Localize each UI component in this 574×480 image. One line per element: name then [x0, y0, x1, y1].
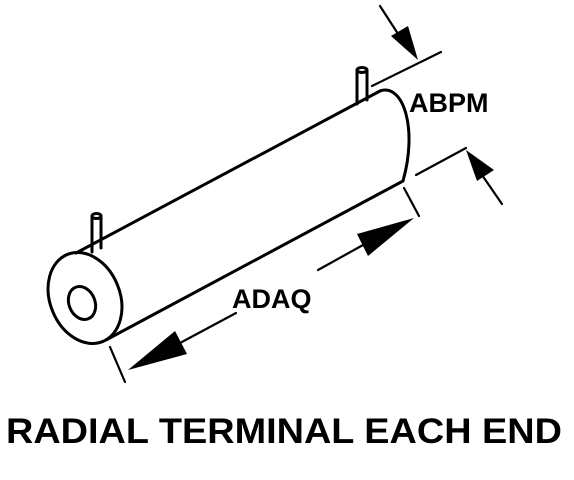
diameter-dimension	[370, 4, 504, 206]
diameter-arrow-bottom	[466, 150, 494, 181]
cylinder-body	[46, 88, 411, 346]
extension-line-bottom	[414, 146, 468, 177]
length-dimension	[108, 186, 421, 384]
terminal-near	[90, 212, 103, 254]
caption: RADIAL TERMINAL EACH END	[6, 412, 562, 451]
length-label: ADAQ	[232, 284, 312, 314]
length-arrow-right	[357, 218, 414, 256]
extension-line-right	[402, 186, 421, 218]
extension-line-top	[370, 50, 443, 88]
extension-line-left	[108, 345, 127, 384]
terminal-far	[355, 66, 369, 106]
diameter-arrow-top	[391, 26, 418, 60]
length-arrow-left	[128, 331, 187, 370]
bore-hole	[66, 285, 98, 321]
diameter-label: ABPM	[409, 88, 489, 118]
